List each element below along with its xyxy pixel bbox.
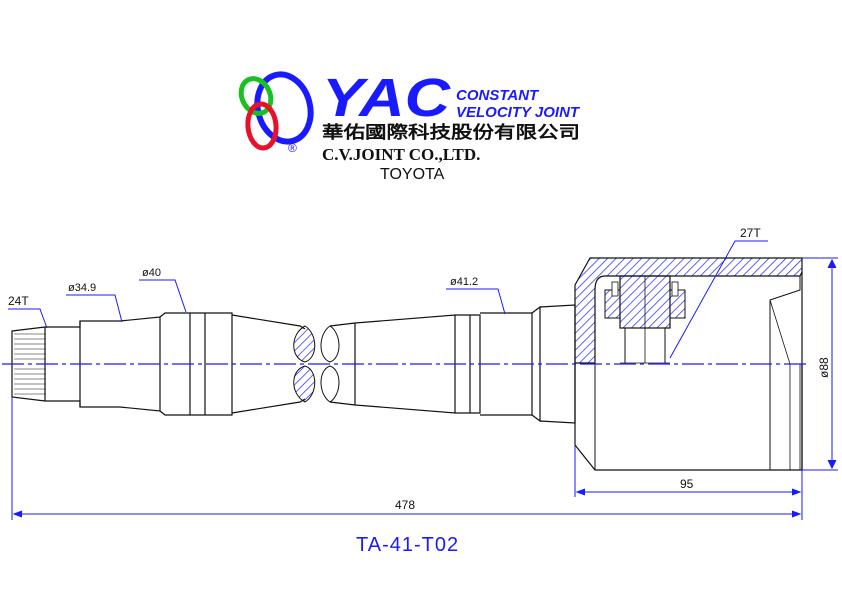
dim-dia-41-2: ø41.2	[450, 276, 478, 288]
dim-dia-40: ø40	[142, 267, 161, 279]
logo-rings-icon	[238, 71, 314, 151]
dimension-labels: 24T ø34.9 ø40 ø41.2 27T ø88 95 478	[8, 226, 831, 512]
break-right	[320, 325, 340, 403]
dimension-lines	[8, 240, 838, 520]
registered-mark: ®	[288, 141, 297, 155]
break-left	[293, 325, 316, 403]
logo-wordmark: YAC	[322, 68, 451, 128]
dim-spline-right: 27T	[740, 226, 761, 240]
tagline-line1: CONSTANT	[456, 87, 540, 104]
inner-race	[604, 275, 686, 364]
dim-housing-len: 95	[680, 477, 694, 491]
company-logo: ® YAC CONSTANT VELOCITY JOINT 華佑國際科技股份有限…	[238, 68, 581, 183]
dim-dia-34-9: ø34.9	[68, 282, 96, 294]
spline-teeth	[14, 333, 46, 395]
company-name-en: C.V.JOINT CO.,LTD.	[322, 145, 480, 164]
vehicle-make: TOYOTA	[380, 166, 445, 183]
company-name-cn: 華佑國際科技股份有限公司	[322, 122, 580, 143]
housing	[574, 257, 803, 471]
tagline-line2: VELOCITY JOINT	[456, 104, 581, 121]
dim-housing-dia: ø88	[817, 357, 831, 378]
dim-spline-left: 24T	[8, 294, 29, 308]
dim-overall-len: 478	[395, 498, 415, 512]
part-number: TA-41-T02	[356, 534, 459, 556]
